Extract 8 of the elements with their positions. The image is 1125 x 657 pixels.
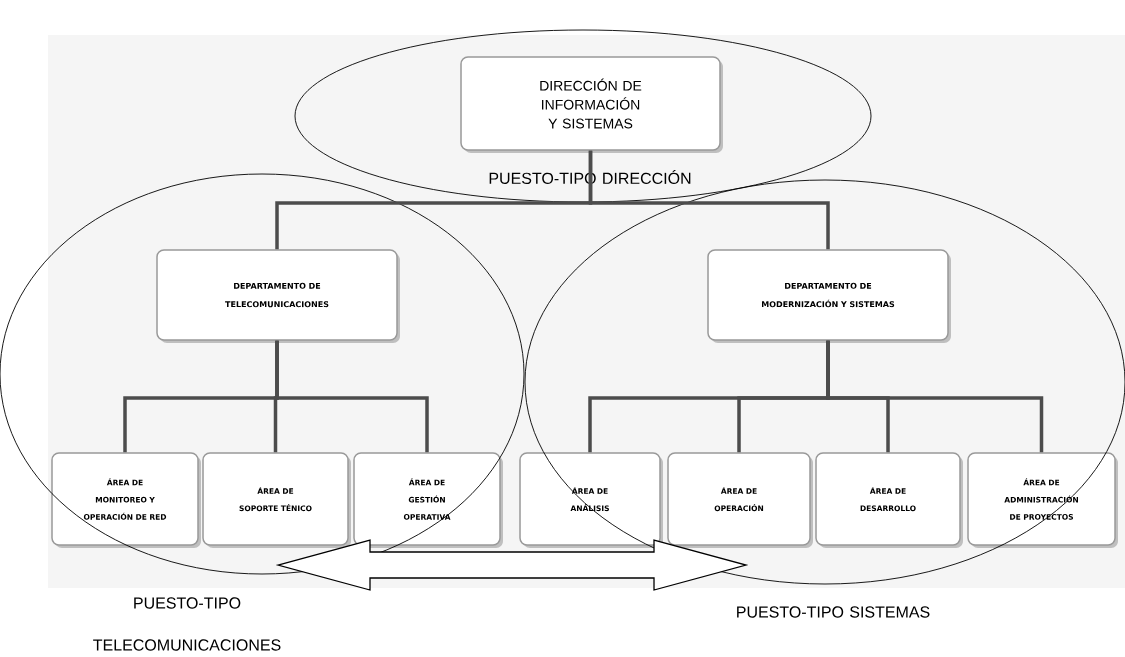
org-box: DEPARTAMENTO DE TELECOMUNICACIONES	[156, 249, 400, 343]
connector-line	[826, 340, 1044, 453]
connector-line	[588, 150, 830, 250]
connector-line	[275, 340, 429, 453]
node-label: PUESTO-TIPO TELECOMUNICACIONES	[93, 597, 281, 651]
org-box: DEPARTAMENTO DE MODERNIZACIÓN Y SISTEMAS	[707, 249, 951, 343]
org-box: DIRECCIÓN DE INFORMACIÓN Y SISTEMAS	[460, 56, 723, 153]
node-label: PUESTO-TIPO SISTEMAS	[737, 606, 930, 618]
